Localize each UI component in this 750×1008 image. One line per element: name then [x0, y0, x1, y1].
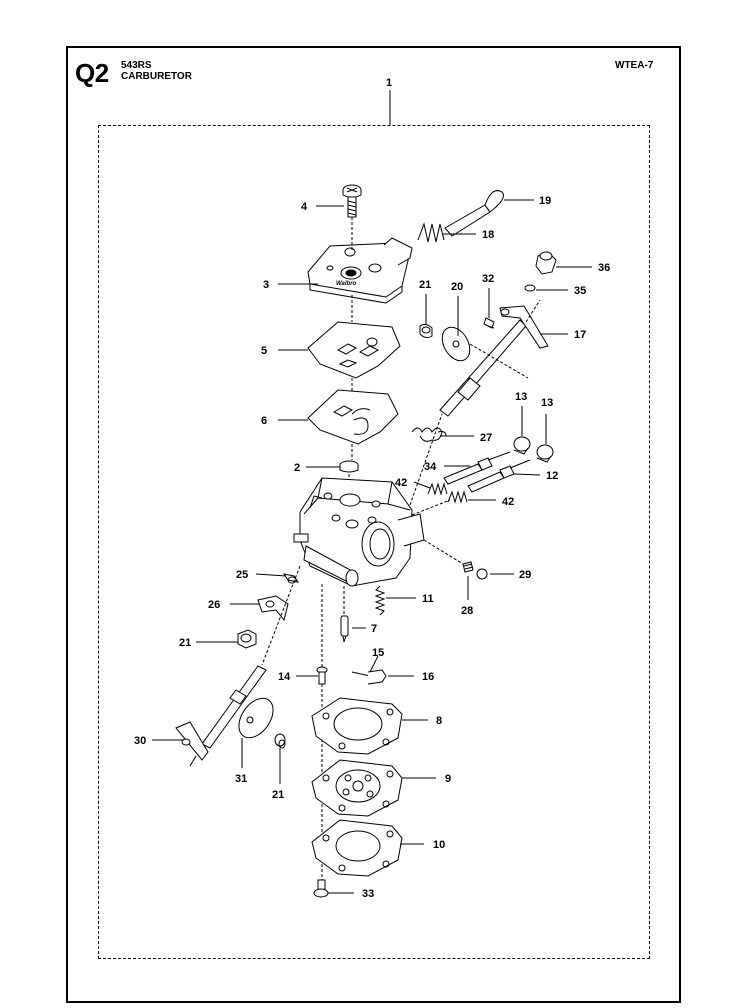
valve-disc-20	[441, 326, 471, 362]
callout-36: 36	[598, 262, 610, 274]
callout-31: 31	[235, 773, 247, 785]
callout-17: 17	[574, 329, 586, 341]
limiter-cap-13b	[536, 444, 554, 463]
inlet-valve-2	[339, 460, 359, 473]
lever-26	[257, 595, 289, 622]
callout-12: 12	[546, 470, 558, 482]
callout-14: 14	[278, 671, 291, 683]
callout-28: 28	[461, 605, 473, 617]
leader-lines	[152, 199, 592, 894]
callout-7: 7	[371, 623, 377, 635]
needle-19	[444, 190, 504, 237]
needle-7	[340, 615, 349, 643]
callout-13a: 13	[515, 391, 527, 403]
limiter-cap-13a	[513, 436, 531, 455]
callout-20: 20	[451, 281, 463, 293]
callout-3: 3	[263, 279, 269, 291]
callout-16: 16	[422, 671, 434, 683]
spring-42-b	[447, 490, 468, 504]
screw-21-top	[419, 323, 433, 339]
screw-28	[462, 561, 474, 573]
callout-18: 18	[482, 229, 494, 241]
gasket-5	[307, 321, 401, 379]
screw-21-left	[237, 629, 257, 649]
knob-36	[535, 251, 557, 275]
callout-34: 34	[424, 461, 437, 473]
shaft-30	[175, 665, 267, 767]
needle-34	[443, 451, 511, 485]
callout-21-top: 21	[419, 279, 431, 291]
callout-8: 8	[436, 715, 442, 727]
diaphragm-9	[311, 759, 403, 817]
reference-code: WTEA-7	[615, 60, 654, 71]
cover-plate-10	[311, 819, 403, 877]
lever-16	[367, 669, 387, 685]
spring-18	[417, 222, 445, 243]
callout-labels: 1 4 3 5 6 2 19 18 21 20 32 36 35 17 27 1…	[134, 77, 610, 900]
cover-logo: Walbro	[336, 281, 357, 287]
callout-21-bottom: 21	[272, 789, 284, 801]
washer-35	[524, 284, 536, 292]
model-number: 543RS	[121, 60, 152, 71]
callout-25: 25	[236, 569, 248, 581]
callout-42a: 42	[395, 477, 407, 489]
screw-14	[316, 666, 328, 685]
spring-27	[411, 427, 447, 442]
screw-4	[342, 184, 362, 218]
callout-10: 10	[433, 839, 445, 851]
callout-42b: 42	[502, 496, 514, 508]
sheet-code: Q2	[75, 58, 109, 88]
callout-1: 1	[386, 77, 392, 89]
callout-5: 5	[261, 345, 267, 357]
callout-6: 6	[261, 415, 267, 427]
callout-32: 32	[482, 273, 494, 285]
diagram-title: CARBURETOR	[121, 71, 192, 82]
spring-11	[374, 585, 386, 616]
carburetor-body	[293, 477, 425, 587]
cover-part	[307, 237, 413, 304]
callout-30: 30	[134, 735, 146, 747]
callout-9: 9	[445, 773, 451, 785]
callout-2: 2	[294, 462, 300, 474]
screw-21-bottom	[274, 733, 286, 749]
spring-42-a	[427, 482, 448, 496]
assembly-boundary	[98, 125, 650, 959]
callout-15: 15	[372, 647, 384, 659]
diaphragm-6	[307, 389, 399, 445]
callout-19: 19	[539, 195, 551, 207]
pin-15	[351, 671, 371, 677]
callout-11: 11	[422, 593, 434, 605]
callout-27: 27	[480, 432, 492, 444]
ball-29	[476, 568, 488, 580]
screw-33	[313, 879, 329, 898]
callout-4: 4	[301, 201, 308, 213]
callout-21-left: 21	[179, 637, 191, 649]
shaft-17	[439, 305, 549, 417]
callout-33: 33	[362, 888, 374, 900]
callout-35: 35	[574, 285, 586, 297]
callout-26: 26	[208, 599, 220, 611]
gasket-8	[311, 697, 403, 755]
valve-disc-31	[238, 697, 274, 739]
clip-32	[483, 317, 495, 329]
callout-29: 29	[519, 569, 531, 581]
page-frame	[66, 46, 681, 1003]
callout-13b: 13	[541, 397, 553, 409]
